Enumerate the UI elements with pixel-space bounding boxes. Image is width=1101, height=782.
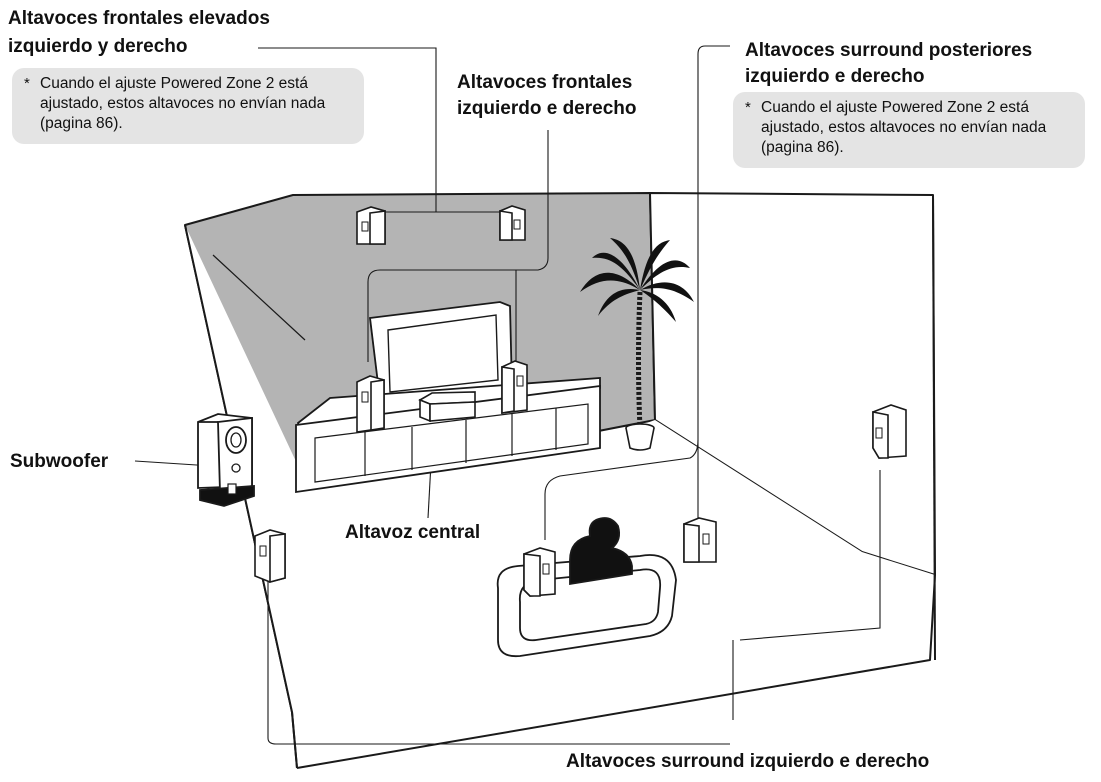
room-edge-front — [296, 574, 936, 769]
label-subwoofer: Subwoofer — [10, 451, 109, 472]
front-speaker-right — [501, 360, 528, 414]
wall-seam — [212, 254, 306, 341]
surround-back-speaker-right — [872, 404, 907, 459]
front-height-speaker-left — [356, 206, 386, 245]
label-front-subtitle: izquierdo e derecho — [457, 98, 637, 119]
front-height-speaker-right — [499, 205, 526, 241]
label-surround-back-subtitle: izquierdo e derecho — [745, 66, 925, 87]
label-surround: Altavoces surround izquierdo e derecho — [566, 751, 930, 772]
label-front-height-title: Altavoces frontales elevados — [8, 8, 270, 29]
front-speaker-left — [356, 375, 385, 433]
speaker-wires — [134, 45, 881, 745]
floor — [185, 225, 935, 768]
center-speaker — [418, 391, 476, 423]
label-center: Altavoz central — [345, 522, 481, 543]
label-front-height-subtitle: izquierdo y derecho — [8, 36, 188, 57]
surround-speaker-right — [523, 547, 556, 597]
note-front-height-asterisk: * — [24, 75, 30, 92]
subwoofer-unit — [197, 413, 255, 507]
label-front-title: Altavoces frontales — [457, 72, 633, 93]
label-surround-back-title: Altavoces surround posteriores — [745, 40, 1033, 61]
room-edge-right — [932, 194, 936, 661]
surround-back-speaker-left — [683, 517, 717, 563]
room-edge-bottom — [291, 711, 298, 769]
note-front-height-text: Cuando el ajuste Powered Zone 2 está aju… — [40, 75, 326, 132]
note-surround-back-asterisk: * — [745, 99, 751, 116]
note-surround-back: * Cuando el ajuste Powered Zone 2 está a… — [733, 92, 1085, 168]
note-surround-back-text: Cuando el ajuste Powered Zone 2 está aju… — [761, 99, 1047, 156]
surround-speaker-left — [254, 529, 286, 584]
palm-plant — [580, 238, 694, 451]
note-front-height: * Cuando el ajuste Powered Zone 2 está a… — [12, 68, 364, 144]
